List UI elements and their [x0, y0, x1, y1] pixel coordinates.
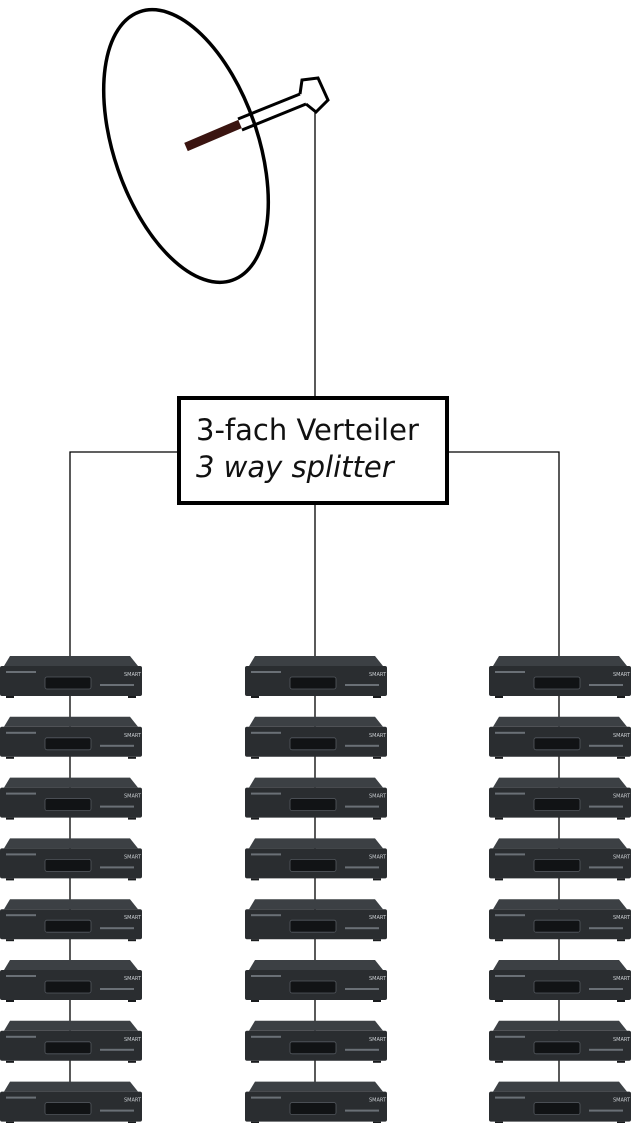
receiver-brand-logo: SMART [124, 733, 142, 739]
receiver-brand-logo: SMART [369, 854, 387, 860]
satellite-receiver: SMART [245, 960, 387, 1002]
receiver-brand-logo: SMART [124, 854, 142, 860]
receiver-brand-logo: SMART [613, 733, 631, 739]
splitter-label-de: 3-fach Verteiler [196, 413, 419, 447]
lnb-arm [237, 76, 330, 132]
receiver-brand-logo: SMART [369, 672, 387, 678]
satellite-receiver: SMART [0, 899, 142, 942]
satellite-receiver: SMART [245, 656, 387, 698]
receiver-brand-logo: SMART [369, 733, 387, 739]
satellite-receiver: SMART [245, 1081, 387, 1123]
receiver-brand-logo: SMART [613, 915, 631, 921]
satellite-receiver: SMART [489, 1081, 631, 1123]
satellite-receiver: SMART [0, 656, 142, 698]
lnb-arm-inner [184, 119, 242, 152]
satellite-receiver: SMART [489, 777, 631, 820]
satellite-receiver: SMART [245, 716, 387, 759]
receiver-brand-logo: SMART [369, 794, 387, 800]
receiver-brand-logo: SMART [124, 794, 142, 800]
satellite-receiver: SMART [245, 1020, 387, 1063]
satellite-receiver: SMART [245, 838, 387, 881]
satellite-receiver: SMART [0, 716, 142, 759]
receiver-column: SMART SMART SMART SMART SMART SMART SMART SMART [0, 656, 142, 1123]
splitter-frame [177, 396, 449, 505]
satellite-receiver: SMART [0, 1081, 142, 1123]
satellite-receiver: SMART [489, 960, 631, 1002]
dish-reflector [101, 7, 271, 285]
receiver-brand-logo: SMART [613, 976, 631, 982]
satellite-receiver: SMART [489, 899, 631, 942]
satellite-receiver: SMART [489, 1020, 631, 1063]
receiver-brand-logo: SMART [613, 672, 631, 678]
receiver-brand-logo: SMART [124, 672, 142, 678]
receiver-brand-logo: SMART [369, 1037, 387, 1043]
receiver-brand-logo: SMART [369, 976, 387, 982]
satellite-receiver: SMART [0, 960, 142, 1002]
receiver-brand-logo: SMART [613, 794, 631, 800]
output-cable-left [69, 451, 179, 660]
satellite-receiver: SMART [0, 838, 142, 881]
satellite-receiver: SMART [489, 716, 631, 759]
receiver-brand-logo: SMART [613, 1037, 631, 1043]
satellite-dish [101, 7, 330, 285]
satellite-receiver: SMART [245, 777, 387, 820]
satellite-receiver: SMART [0, 777, 142, 820]
receiver-brand-logo: SMART [124, 1098, 142, 1104]
splitter-outputs [69, 451, 560, 660]
receiver-brand-logo: SMART [124, 1037, 142, 1043]
splitter-box: 3-fach Verteiler 3 way splitter [177, 396, 449, 505]
receiver-brand-logo: SMART [369, 915, 387, 921]
receiver-brand-logo: SMART [613, 854, 631, 860]
receiver-brand-logo: SMART [124, 915, 142, 921]
receiver-column: SMART SMART SMART SMART SMART SMART SMART SMART [489, 656, 631, 1123]
splitter-label-en: 3 way splitter [196, 450, 396, 484]
receiver-brand-logo: SMART [124, 976, 142, 982]
receiver-column: SMART SMART SMART SMART SMART SMART SMART SMART [245, 656, 387, 1123]
satellite-receiver: SMART [245, 899, 387, 942]
satellite-receiver: SMART [489, 656, 631, 698]
output-cable-right [447, 451, 560, 660]
receiver-brand-logo: SMART [369, 1098, 387, 1104]
satellite-receiver: SMART [489, 838, 631, 881]
receiver-brand-logo: SMART [613, 1098, 631, 1104]
receiver-stacks: SMARTSMARTSMARTSMARTSMARTSMARTSMARTSMART… [0, 656, 631, 1123]
satellite-receiver: SMART [0, 1020, 142, 1063]
